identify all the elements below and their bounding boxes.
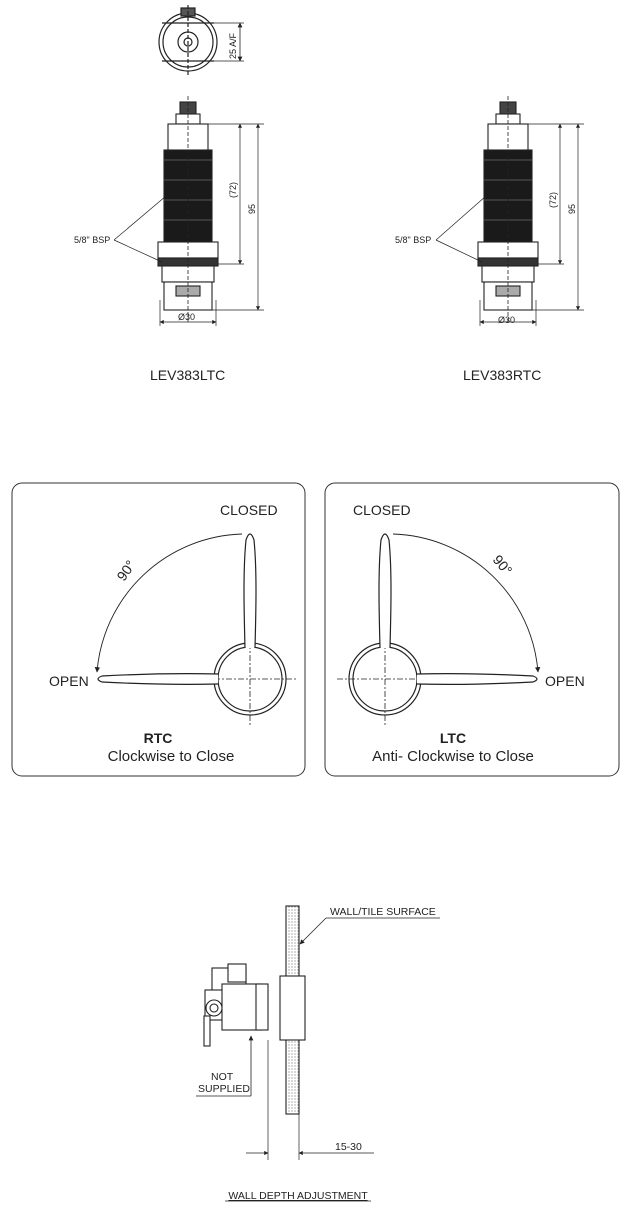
wall-section — [196, 905, 440, 1160]
wall-depth-title: WALL DEPTH ADJUSTMENT — [228, 1190, 368, 1202]
left-dim-95: 95 — [247, 204, 257, 214]
ltc-panel: CLOSED OPEN 90° LTC Anti- Clockwise to C… — [324, 482, 620, 777]
left-cartridge — [113, 96, 264, 326]
left-dim-72: (72) — [228, 182, 238, 198]
left-bsp-label: 5/8" BSP — [74, 235, 110, 245]
rtc-caption: Clockwise to Close — [108, 748, 235, 765]
right-dim-diameter: Ø30 — [498, 315, 515, 325]
depth-range-label: 15-30 — [335, 1141, 362, 1153]
rtc-open-label: OPEN — [49, 673, 89, 689]
right-model-label: LEV383RTC — [463, 367, 541, 383]
right-bsp-label: 5/8" BSP — [395, 235, 431, 245]
top-end-view — [158, 5, 244, 76]
left-dim-diameter: Ø30 — [178, 312, 195, 322]
af-dimension-label: 25 A/F — [228, 32, 238, 59]
left-model-label: LEV383LTC — [150, 367, 225, 383]
ltc-caption: Anti- Clockwise to Close — [372, 748, 534, 765]
not-supplied-line1: NOT — [211, 1071, 234, 1083]
ltc-closed-label: CLOSED — [353, 502, 411, 518]
ltc-title: LTC — [440, 730, 466, 746]
rtc-panel: CLOSED OPEN 90° RTC Clockwise to Close — [11, 482, 306, 777]
wall-tile-label: WALL/TILE SURFACE — [330, 906, 436, 918]
ltc-open-label: OPEN — [545, 673, 585, 689]
not-supplied-line2: SUPPLIED — [198, 1083, 250, 1095]
right-dim-95: 95 — [567, 204, 577, 214]
rtc-closed-label: CLOSED — [220, 502, 278, 518]
right-dim-72: (72) — [548, 192, 558, 208]
rtc-title: RTC — [144, 730, 173, 746]
right-cartridge — [435, 96, 584, 326]
